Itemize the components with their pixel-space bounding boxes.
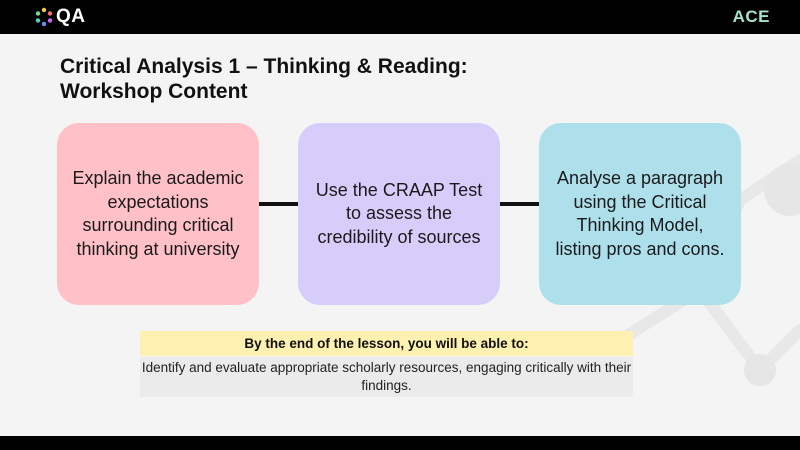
outcome-heading: By the end of the lesson, you will be ab… xyxy=(140,331,633,356)
step-text-2: Use the CRAAP Test to assess the credibi… xyxy=(315,179,483,247)
logo-text: QA xyxy=(56,6,86,27)
title-line-1: Critical Analysis 1 – Thinking & Reading… xyxy=(60,55,468,78)
step-card-3: Analyse a paragraph using the Critical T… xyxy=(539,123,741,305)
step-text-3: Analyse a paragraph using the Critical T… xyxy=(555,168,725,259)
qa-logo-icon xyxy=(35,7,53,27)
title-line-2: Workshop Content xyxy=(60,80,248,103)
top-bar: QA ACE xyxy=(0,0,800,34)
connector-1-2 xyxy=(259,202,298,206)
bottom-bar xyxy=(0,436,800,450)
outcome-body: Identify and evaluate appropriate schola… xyxy=(140,357,633,397)
slide-title: Critical Analysis 1 – Thinking & Reading… xyxy=(60,54,620,104)
connector-2-3 xyxy=(500,202,539,206)
brand-tag: ACE xyxy=(732,7,770,26)
step-text-1: Explain the academic expectations surrou… xyxy=(72,168,244,259)
step-card-2: Use the CRAAP Test to assess the credibi… xyxy=(298,123,500,305)
step-card-1: Explain the academic expectations surrou… xyxy=(57,123,259,305)
qa-logo: QA xyxy=(34,7,86,27)
